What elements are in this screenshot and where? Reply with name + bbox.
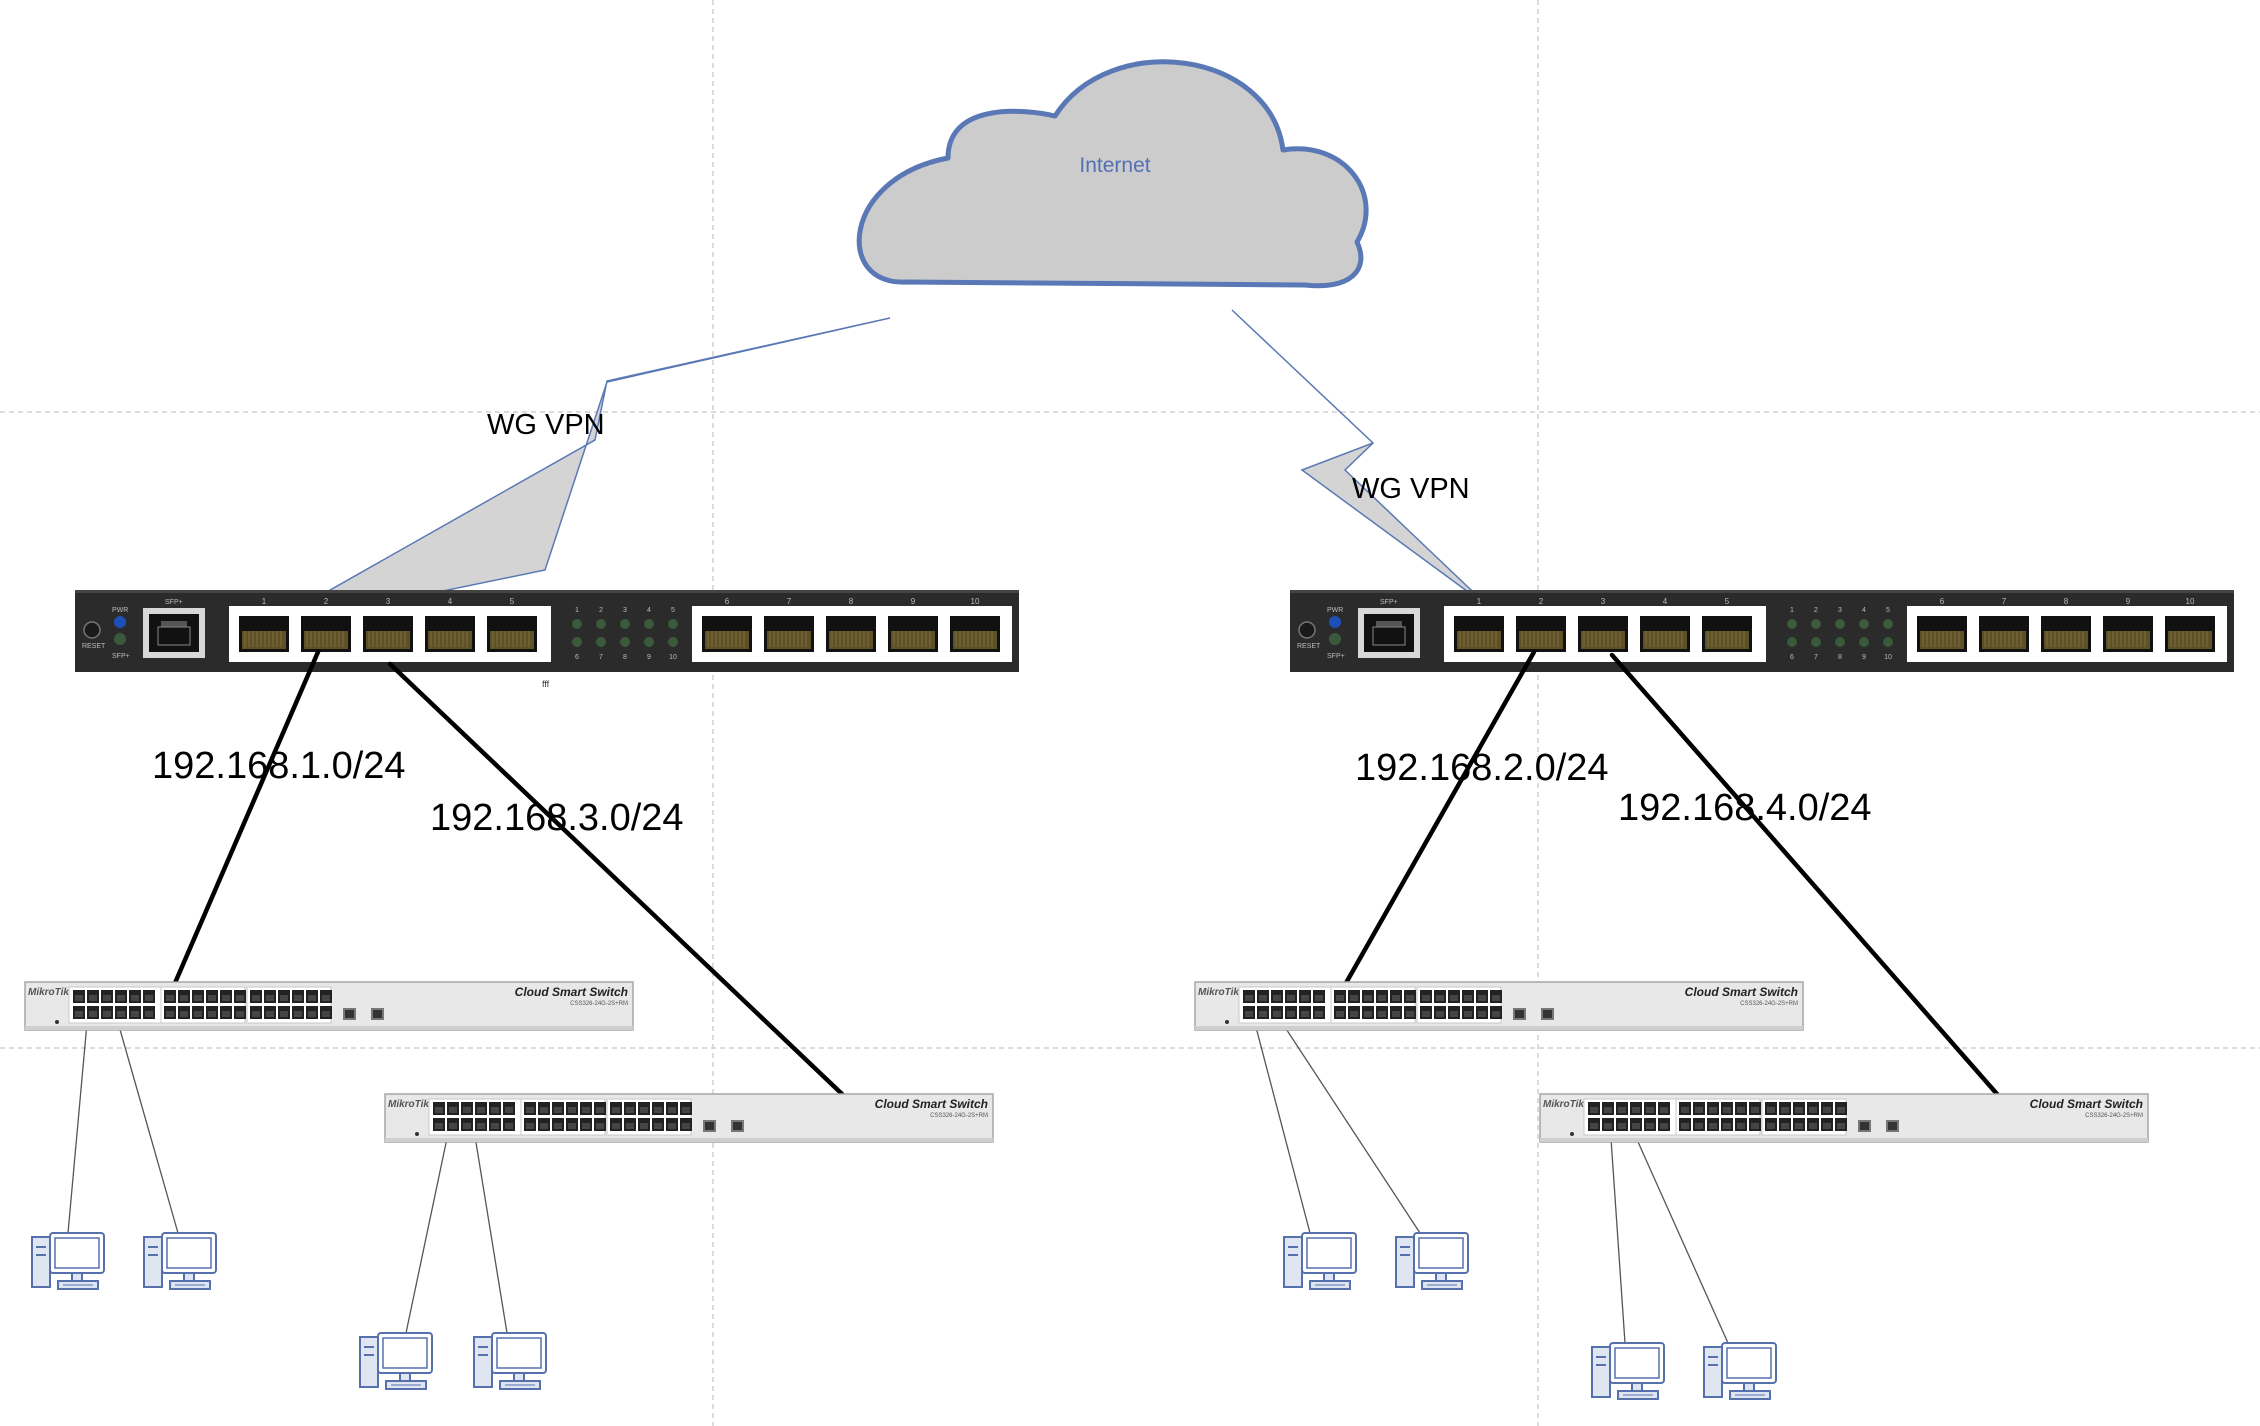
svg-text:4: 4 (647, 607, 651, 614)
switch-2: MikroTik Cloud Smart Switch CSS326-24G-2… (384, 1093, 994, 1143)
port-number: 3 (1601, 597, 1606, 606)
subnet-label-1: 192.168.1.0/24 (152, 745, 406, 787)
brand-logo: MikroTik (28, 987, 69, 998)
switch-model: CSS326-24G-2S+RM (2085, 1113, 2143, 1119)
sfp-led (1329, 633, 1341, 645)
svg-text:8: 8 (1838, 654, 1842, 661)
sfp-led-label: SFP+ (112, 653, 130, 660)
pc-icon (143, 1232, 217, 1290)
cloud-icon (856, 59, 1369, 289)
internet-cloud: Internet (856, 59, 1369, 289)
subnet-label-3: 192.168.3.0/24 (430, 797, 684, 839)
svg-text:9: 9 (647, 654, 651, 661)
router-left: RESET PWR SFP+ SFP+ 1 2 3 4 5 1 2 3 4 (75, 590, 1019, 672)
vpn-label-left: WG VPN (487, 409, 605, 441)
brand-logo: MikroTik (1198, 987, 1239, 998)
status-leds: 1 2 3 4 5 6 7 8 9 10 (572, 607, 678, 661)
pc-icon (1395, 1232, 1469, 1290)
pc-icon (1703, 1342, 1777, 1400)
pwr-label: PWR (1327, 607, 1343, 614)
switch-1: MikroTik Cloud Smart Switch CSS326-24G-2… (24, 981, 634, 1031)
subnet-label-2: 192.168.2.0/24 (1355, 747, 1609, 789)
svg-text:6: 6 (1790, 654, 1794, 661)
router-right: RESET PWR SFP+ SFP+ 1 2 3 4 5 1 2 3 4 (1290, 590, 2234, 672)
reset-button (1298, 621, 1316, 639)
cloud-label: Internet (1079, 154, 1150, 177)
svg-text:5: 5 (1886, 607, 1890, 614)
vpn-bolt-right (1231, 309, 1491, 609)
svg-text:2: 2 (1814, 607, 1818, 614)
sfp-led (114, 633, 126, 645)
svg-text:6: 6 (575, 654, 579, 661)
svg-text:5: 5 (671, 607, 675, 614)
svg-text:2: 2 (599, 607, 603, 614)
pwr-led (114, 616, 126, 628)
reset-label: RESET (1297, 643, 1321, 650)
port-number: 1 (262, 597, 267, 606)
pc-cables (67, 1011, 1729, 1344)
reset-label: RESET (82, 643, 106, 650)
switch-4: MikroTik Cloud Smart Switch CSS326-24G-2… (1539, 1093, 2149, 1143)
svg-text:8: 8 (623, 654, 627, 661)
port-number: 3 (386, 597, 391, 606)
svg-text:7: 7 (1814, 654, 1818, 661)
pwr-led (1329, 616, 1341, 628)
brand-logo: MikroTik (1543, 1099, 1584, 1110)
svg-text:3: 3 (623, 607, 627, 614)
port-number: 4 (448, 597, 453, 606)
svg-text:10: 10 (669, 654, 677, 661)
switch-title: Cloud Smart Switch (875, 1097, 988, 1111)
vpn-bolt-left (262, 317, 891, 629)
sfp-label: SFP+ (165, 599, 183, 606)
vpn-label-right: WG VPN (1352, 473, 1470, 505)
port-number: 10 (2186, 597, 2195, 606)
brand-logo: MikroTik (388, 1099, 429, 1110)
port-number: 9 (911, 597, 916, 606)
sfp-label: SFP+ (1380, 599, 1398, 606)
pc-icon (31, 1232, 105, 1290)
svg-text:3: 3 (1838, 607, 1842, 614)
port-number: 9 (2126, 597, 2131, 606)
port-number: 7 (787, 597, 792, 606)
pc-icon (1591, 1342, 1665, 1400)
svg-text:9: 9 (1862, 654, 1866, 661)
port-number: 7 (2002, 597, 2007, 606)
switch-title: Cloud Smart Switch (2030, 1097, 2143, 1111)
switch-title: Cloud Smart Switch (515, 985, 628, 999)
svg-text:1: 1 (1790, 607, 1794, 614)
switch-3: MikroTik Cloud Smart Switch CSS326-24G-2… (1194, 981, 1804, 1031)
svg-text:4: 4 (1862, 607, 1866, 614)
svg-text:7: 7 (599, 654, 603, 661)
port-number: 4 (1663, 597, 1668, 606)
port-number: 8 (849, 597, 854, 606)
port-number: 10 (971, 597, 980, 606)
port-number: 5 (510, 597, 515, 606)
switch-title: Cloud Smart Switch (1685, 985, 1798, 999)
svg-text:10: 10 (1884, 654, 1892, 661)
subnet-label-4: 192.168.4.0/24 (1618, 787, 1872, 829)
port-number: 1 (1477, 597, 1482, 606)
port-number: 6 (1940, 597, 1945, 606)
pwr-label: PWR (112, 607, 128, 614)
pc-icon (473, 1332, 547, 1390)
pc-icon (1283, 1232, 1357, 1290)
uplink-cables (172, 649, 2000, 1097)
switch-model: CSS326-24G-2S+RM (930, 1113, 988, 1119)
port-number: 8 (2064, 597, 2069, 606)
svg-text:1: 1 (575, 607, 579, 614)
port-number: 6 (725, 597, 730, 606)
switch-model: CSS326-24G-2S+RM (1740, 1001, 1798, 1007)
status-leds: 1 2 3 4 5 6 7 8 9 10 (1787, 607, 1893, 661)
port-number: 2 (324, 597, 329, 606)
reset-button (83, 621, 101, 639)
pc-icon (359, 1332, 433, 1390)
stray-text: fff (542, 679, 550, 689)
sfp-led-label: SFP+ (1327, 653, 1345, 660)
port-number: 5 (1725, 597, 1730, 606)
port-number: 2 (1539, 597, 1544, 606)
switch-model: CSS326-24G-2S+RM (570, 1001, 628, 1007)
